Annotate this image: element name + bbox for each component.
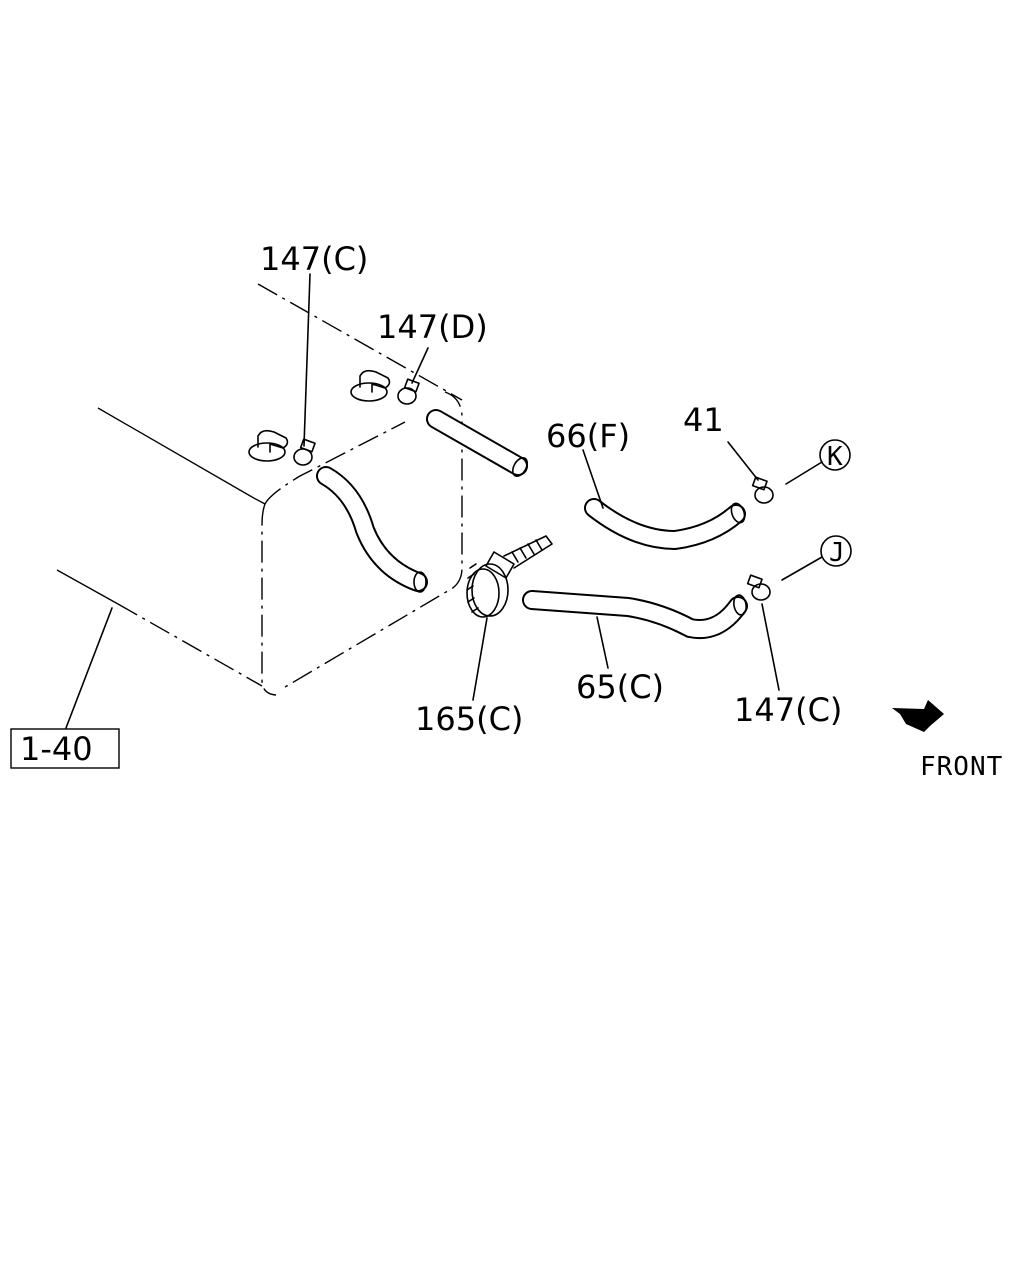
ref-box-1-40	[10, 728, 120, 769]
label-66f: 66(F)	[546, 417, 630, 455]
hose-clamp-147c-top	[293, 438, 316, 466]
hose-clamp-41	[751, 476, 774, 504]
label-147c-top: 147(C)	[260, 240, 368, 278]
hose-clamp-147c-bottom	[746, 574, 771, 601]
label-65c: 65(C)	[576, 668, 664, 706]
hose-65c	[522, 590, 748, 639]
ref-circle-k	[819, 439, 851, 471]
hose-straight-top	[426, 409, 529, 477]
tank-fitting-left	[248, 429, 289, 462]
label-ref-k: K	[827, 442, 844, 472]
label-147c-bottom: 147(C)	[734, 691, 842, 729]
fuel-tank	[56, 283, 463, 696]
label-1-40: 1-40	[20, 730, 93, 768]
leader-lines	[65, 273, 823, 729]
label-ref-j: J	[829, 538, 846, 568]
label-165c: 165(C)	[415, 700, 523, 738]
front-arrow-icon	[892, 700, 944, 732]
label-41: 41	[683, 401, 724, 439]
band-clamp-165c	[466, 535, 553, 618]
hose-clamp-147d	[397, 378, 420, 405]
tank-fitting-right	[350, 369, 391, 402]
label-147d: 147(D)	[377, 308, 488, 346]
hose-tank-curved	[316, 466, 428, 593]
ref-circle-j	[820, 535, 852, 567]
hose-66f	[584, 498, 746, 550]
label-front: FRONT	[920, 752, 1003, 782]
